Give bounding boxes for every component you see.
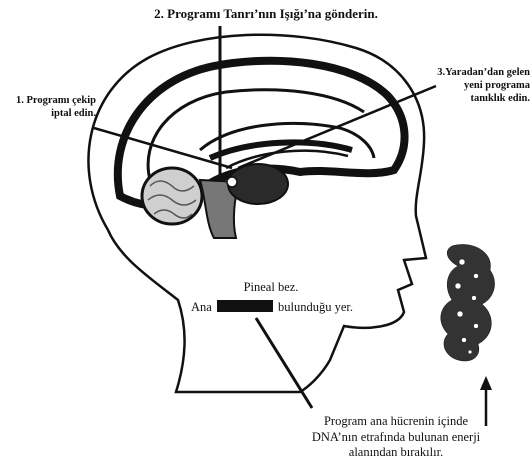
pineal-loc-suffix: bulunduğu yer.	[278, 300, 353, 314]
pineal-name-label: Pineal bez.	[196, 280, 346, 296]
step3-line2: yeni programa	[384, 79, 530, 92]
pineal-loc-prefix: Ana	[191, 300, 212, 314]
step3-line1: 3.Yaradan’dan gelen	[384, 66, 530, 79]
redacted-word	[217, 300, 273, 312]
diagram-title: 2. Programı Tanrı’nın Işığı’na gönderin.	[0, 6, 532, 22]
step1-label: 1. Programı çekip iptal edin.	[4, 94, 96, 120]
step1-line1: 1. Programı çekip	[4, 94, 96, 107]
arrow-up-icon	[480, 376, 492, 390]
pineal-gland	[227, 177, 237, 187]
step3-label: 3.Yaradan’dan gelen yeni programa tanıkl…	[384, 66, 530, 105]
pointer-dna	[256, 318, 312, 408]
caption-line2: DNA’nın etrafında bulunan enerji	[246, 430, 532, 446]
dna-caption: Program ana hücrenin içinde DNA’nın etra…	[246, 414, 532, 461]
caption-line3: alanından bırakılır.	[246, 445, 532, 461]
step1-line2: iptal edin.	[4, 107, 96, 120]
step3-line3: tanıklık edin.	[384, 92, 530, 105]
caption-line1: Program ana hücrenin içinde	[246, 414, 532, 430]
dna-cluster	[441, 244, 495, 361]
cerebellum	[142, 168, 202, 224]
pineal-location-label: Ana bulunduğu yer.	[162, 300, 382, 316]
